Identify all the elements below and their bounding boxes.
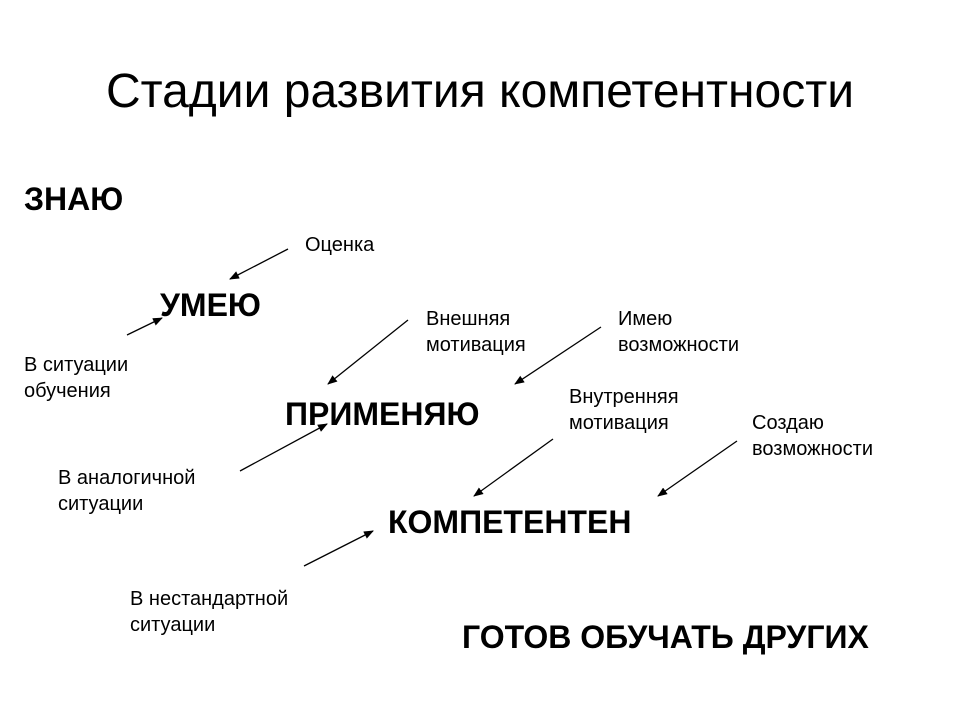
label-similar-situation: В аналогичной ситуации <box>58 465 195 517</box>
label-line: В нестандартной <box>130 588 289 610</box>
stage-know: ЗНАЮ <box>24 181 124 217</box>
label-line: мотивация <box>426 334 526 356</box>
arrow-learning-situation-to-can <box>126 317 163 336</box>
label-line: ситуации <box>58 493 144 515</box>
label-have-opportunities: Имею возможности <box>618 306 739 358</box>
label-line: В ситуации <box>24 354 129 376</box>
stage-teach: ГОТОВ ОБУЧАТЬ ДРУГИХ <box>462 619 869 655</box>
arrow-create-opportunities-to-competent <box>657 440 738 497</box>
label-line: Имею <box>618 308 673 330</box>
label-assessment: Оценка <box>305 234 375 256</box>
label-line: ситуации <box>130 614 216 636</box>
label-line: В аналогичной <box>58 467 196 489</box>
stage-can: УМЕЮ <box>160 287 261 323</box>
label-line: Внутренняя <box>569 386 679 408</box>
label-learning-situation: В ситуации обучения <box>24 352 128 404</box>
arrow-assessment-to-can <box>229 248 289 280</box>
label-line: Внешняя <box>426 308 511 330</box>
label-line: возможности <box>618 334 739 356</box>
arrow-internal-motivation-to-competent <box>473 438 554 497</box>
label-line: Создаю <box>752 412 824 434</box>
label-nonstandard-situation: В нестандартной ситуации <box>130 586 288 638</box>
label-internal-motivation: Внутренняя мотивация <box>569 384 679 436</box>
label-line: обучения <box>24 380 111 402</box>
label-external-motivation: Внешняя мотивация <box>426 306 526 358</box>
label-create-opportunities: Создаю возможности <box>752 410 873 462</box>
arrow-have-opportunities-to-apply <box>514 326 602 385</box>
stage-competent: КОМПЕТЕНТЕН <box>388 504 632 540</box>
arrow-nonstandard-situation-to-competent <box>303 530 374 567</box>
label-line: мотивация <box>569 412 669 434</box>
slide-title: Стадии развития компетентности <box>105 65 855 118</box>
arrow-similar-situation-to-apply <box>239 423 328 472</box>
label-line: возможности <box>752 438 873 460</box>
arrow-external-motivation-to-apply <box>327 319 409 385</box>
